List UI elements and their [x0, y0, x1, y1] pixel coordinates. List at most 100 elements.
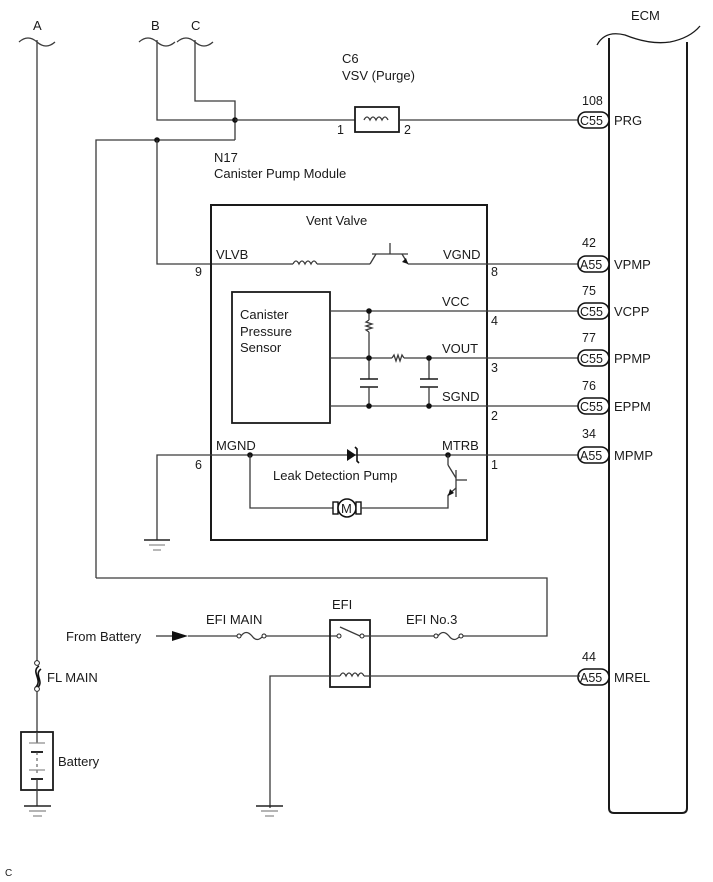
connector-badge — [577, 668, 610, 686]
connector-badge — [577, 255, 610, 273]
pin-vgnd-number: 8 — [491, 265, 498, 279]
wire-relay-coil — [269, 675, 340, 808]
connector-badge — [577, 302, 610, 320]
wire-b — [156, 40, 235, 121]
connector-code: C55 — [580, 305, 603, 319]
ecm-pin-number: 75 — [582, 284, 596, 298]
wire-ref-b-label: B — [151, 18, 160, 33]
connector-badge — [577, 349, 610, 367]
connector-code: C55 — [580, 400, 603, 414]
pin-vlvb-label: VLVB — [216, 247, 248, 262]
ecm-label: ECM — [631, 8, 660, 23]
efi-relay-box — [329, 619, 371, 688]
ecm-terminal-ppmp: 77 C55 PPMP — [577, 331, 651, 367]
ecm-signal: PPMP — [614, 351, 651, 366]
leak-pump-label: Leak Detection Pump — [273, 468, 397, 483]
ecm-terminal-prg: 108 C55 PRG — [577, 94, 642, 129]
vsv-pin-1: 1 — [337, 123, 344, 137]
ecm-signal: VCPP — [614, 304, 649, 319]
ecm-signal: MREL — [614, 670, 650, 685]
connector-code: A55 — [580, 449, 602, 463]
canister-pump-module-box — [210, 204, 488, 541]
pin-mgnd-number: 6 — [195, 458, 202, 472]
connector-code: C55 — [580, 114, 603, 128]
ground-icon — [144, 539, 170, 551]
pin-vgnd-label: VGND — [443, 247, 481, 262]
ecm-pin-number: 108 — [582, 94, 603, 108]
ecm-terminal-eppm: 76 C55 EPPM — [577, 379, 651, 415]
ecm-pin-number: 42 — [582, 236, 596, 250]
wire-power-loop — [95, 139, 235, 578]
wire-ref-c-label: C — [191, 18, 200, 33]
ecm-signal: VPMP — [614, 257, 651, 272]
connector-badge — [577, 111, 610, 129]
fusible-link-icon — [34, 660, 42, 692]
motor-icon: M — [332, 498, 362, 518]
ecm-terminal-vcpp: 75 C55 VCPP — [577, 284, 649, 320]
ground-icon — [24, 805, 51, 817]
arrow-icon — [172, 631, 188, 641]
module-code: N17 — [214, 150, 238, 165]
vsv-pin-2: 2 — [404, 123, 411, 137]
efi-relay-label: EFI — [332, 597, 352, 612]
ecm-terminal-vpmp: 42 A55 VPMP — [577, 236, 651, 273]
ecm-signal: EPPM — [614, 399, 651, 414]
wire-mgnd-mtrb — [156, 454, 580, 540]
ecm-signal: MPMP — [614, 448, 653, 463]
wire-power-feed — [96, 577, 548, 637]
vsv-purge: C6 VSV (Purge) 1 2 — [337, 51, 415, 137]
zener-diode-icon — [347, 446, 360, 464]
footer-mark: C — [5, 868, 12, 879]
sensor-label-3: Sensor — [240, 340, 282, 355]
vent-valve-switch-icon — [369, 243, 409, 265]
pin-vout-number: 3 — [491, 361, 498, 375]
connector-code: A55 — [580, 258, 602, 272]
pin-mgnd-label: MGND — [216, 438, 256, 453]
coil-icon — [292, 260, 318, 266]
ecm-pin-number: 77 — [582, 331, 596, 345]
coil-icon — [339, 672, 365, 678]
connector-code: C55 — [580, 352, 603, 366]
efi-no3-label: EFI No.3 — [406, 612, 457, 627]
ecm-pin-number: 44 — [582, 650, 596, 664]
pin-vlvb-number: 9 — [195, 265, 202, 279]
wire-motor — [361, 495, 449, 509]
ecm-signal: PRG — [614, 113, 642, 128]
junction-dot — [366, 403, 372, 409]
junction-dot — [426, 403, 432, 409]
vsv-name: VSV (Purge) — [342, 68, 415, 83]
junction-dot — [366, 308, 372, 314]
pin-vcc-number: 4 — [491, 314, 498, 328]
fuse-icon — [433, 631, 464, 641]
from-battery-label: From Battery — [66, 629, 142, 644]
pin-mtrb-label: MTRB — [442, 438, 479, 453]
wire-ref-a-label: A — [33, 18, 42, 33]
coil-icon — [363, 116, 389, 122]
pin-sgnd-label: SGND — [442, 389, 480, 404]
motor-label: M — [341, 501, 352, 516]
transistor-icon — [447, 455, 467, 497]
wire-c — [194, 40, 236, 140]
vsv-code: C6 — [342, 51, 359, 66]
ecm-pin-number: 34 — [582, 427, 596, 441]
fl-main-label: FL MAIN — [47, 670, 98, 685]
pin-sgnd-number: 2 — [491, 409, 498, 423]
battery-label: Battery — [58, 754, 100, 769]
battery-icon — [29, 732, 45, 806]
connector-badge — [577, 397, 610, 415]
sensor-label-1: Canister — [240, 307, 289, 322]
pin-mtrb-number: 1 — [491, 458, 498, 472]
junction-dot — [426, 355, 432, 361]
relay-switch-icon — [336, 626, 365, 639]
ecm-block: ECM — [596, 8, 701, 814]
resistor-icon — [391, 352, 405, 364]
pin-vcc-label: VCC — [442, 294, 469, 309]
ecm-outline — [608, 38, 688, 814]
ecm-terminal-mpmp: 34 A55 MPMP — [577, 427, 653, 464]
wire-vlvb — [156, 140, 290, 265]
connector-badge — [577, 446, 610, 464]
sensor-label-2: Pressure — [240, 324, 292, 339]
fuse-icon — [236, 631, 267, 641]
pin-vout-label: VOUT — [442, 341, 478, 356]
